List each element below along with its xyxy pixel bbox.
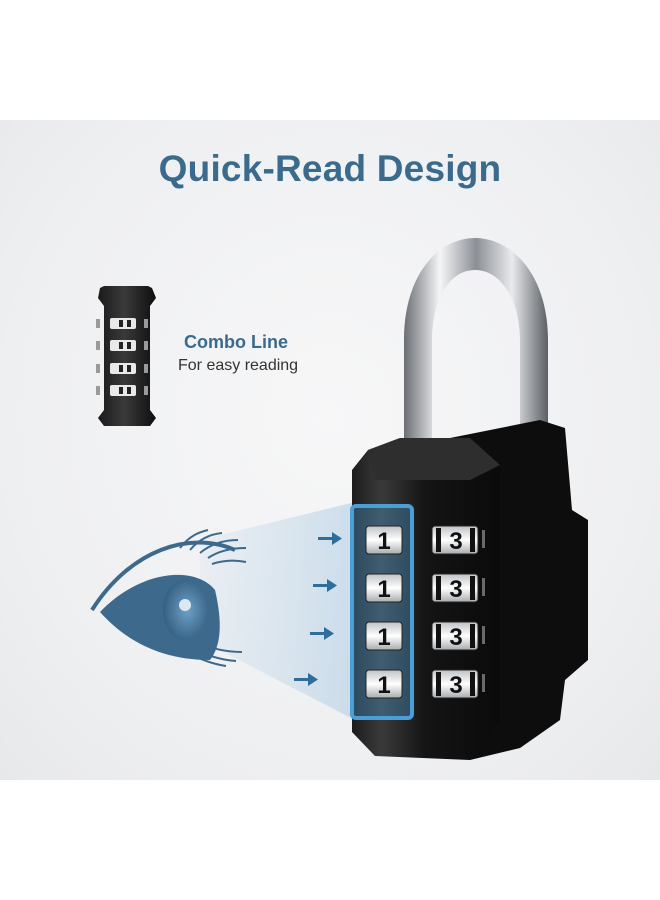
right-dial-digit: 3 (449, 624, 462, 651)
combo-cylinder-icon (96, 286, 156, 426)
right-dial-digit: 3 (449, 528, 462, 555)
left-dial-digit: 1 (377, 624, 390, 651)
left-dial-digit: 1 (377, 528, 390, 555)
left-dial-digit: 1 (377, 672, 390, 699)
right-dial-column (431, 525, 479, 699)
left-dial-column (365, 525, 403, 699)
callout-title: Combo Line (184, 332, 288, 352)
padlock-icon: 1 1 1 1 3 3 3 3 (350, 238, 588, 760)
headline: Quick-Read Design (158, 148, 502, 189)
right-dial-digit: 3 (449, 672, 462, 699)
arrow-right-icon (313, 579, 337, 592)
callout-subtitle: For easy reading (178, 357, 299, 374)
right-dial-digit: 3 (449, 576, 462, 603)
arrow-right-icon (310, 627, 334, 640)
arrow-right-icon (318, 532, 342, 545)
product-panel: Quick-Read Design (0, 120, 660, 780)
left-dial-digit: 1 (377, 576, 390, 603)
arrow-right-icon (294, 673, 318, 686)
